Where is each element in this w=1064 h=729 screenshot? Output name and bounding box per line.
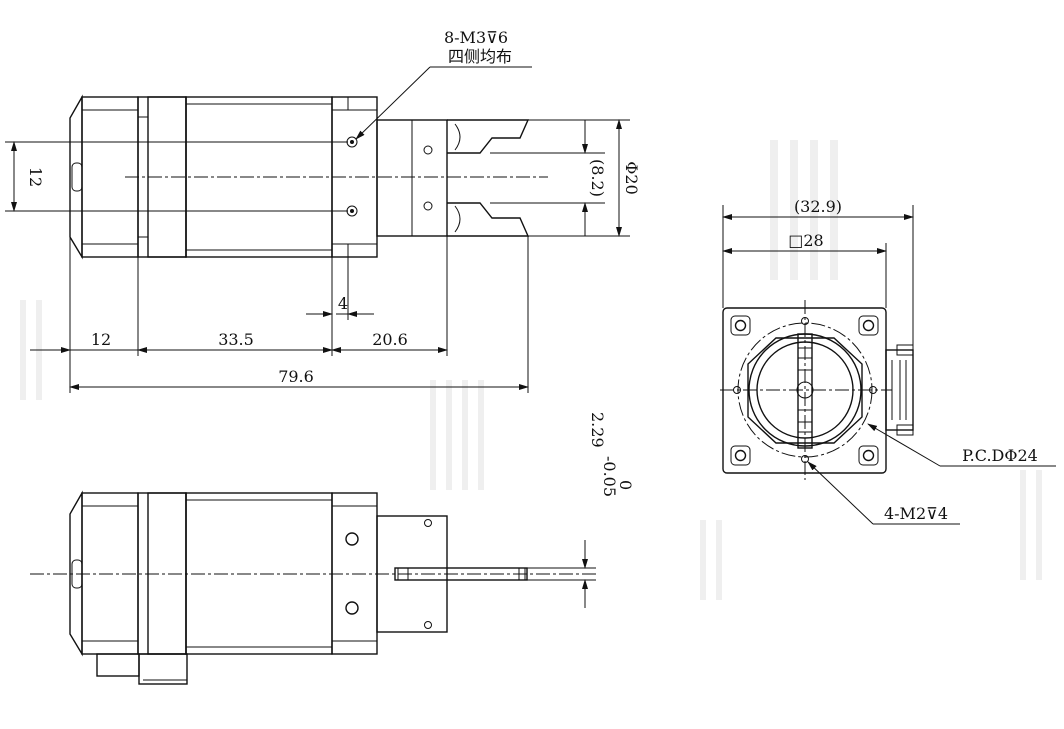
dim-phi20: Φ20 <box>622 161 641 194</box>
bottom-view <box>30 490 596 685</box>
front-view-dimensions: (32.9) □28 P.C.DΦ24 4-M2⊽4 <box>722 197 1056 525</box>
dim-32-9: (32.9) <box>794 197 842 216</box>
tol-nominal: 2.29 <box>588 412 607 448</box>
thread-front-label: 4-M2⊽4 <box>884 504 948 523</box>
thread-top-note: 四侧均布 <box>448 47 512 66</box>
dim-12-vertical: 12 <box>26 167 45 187</box>
dim-4: 4 <box>338 294 348 313</box>
dim-33-5: 33.5 <box>218 330 254 349</box>
dim-79-6: 79.6 <box>278 367 314 386</box>
finger-upper <box>447 119 530 154</box>
corner-holes <box>730 315 879 466</box>
pcd-label: P.C.DΦ24 <box>962 446 1038 465</box>
front-view <box>720 300 914 480</box>
watermark <box>20 140 1042 600</box>
top-view <box>69 94 548 260</box>
dim-12: 12 <box>91 330 111 349</box>
tol-upper: 0 <box>616 480 635 490</box>
dim-8-2: (8.2) <box>588 159 607 197</box>
tol-lower: -0.05 <box>600 456 619 497</box>
thread-top-label: 8-M3⊽6 <box>444 28 508 47</box>
finger-lower <box>447 202 530 237</box>
dim-20-6: 20.6 <box>372 330 408 349</box>
dim-28: □28 <box>788 231 823 250</box>
top-view-dimensions: 8-M3⊽6 四侧均布 12 Φ20 (8.2) 4 <box>5 28 641 393</box>
bottom-view-dimensions: 2.29 0 -0.05 <box>527 412 635 608</box>
